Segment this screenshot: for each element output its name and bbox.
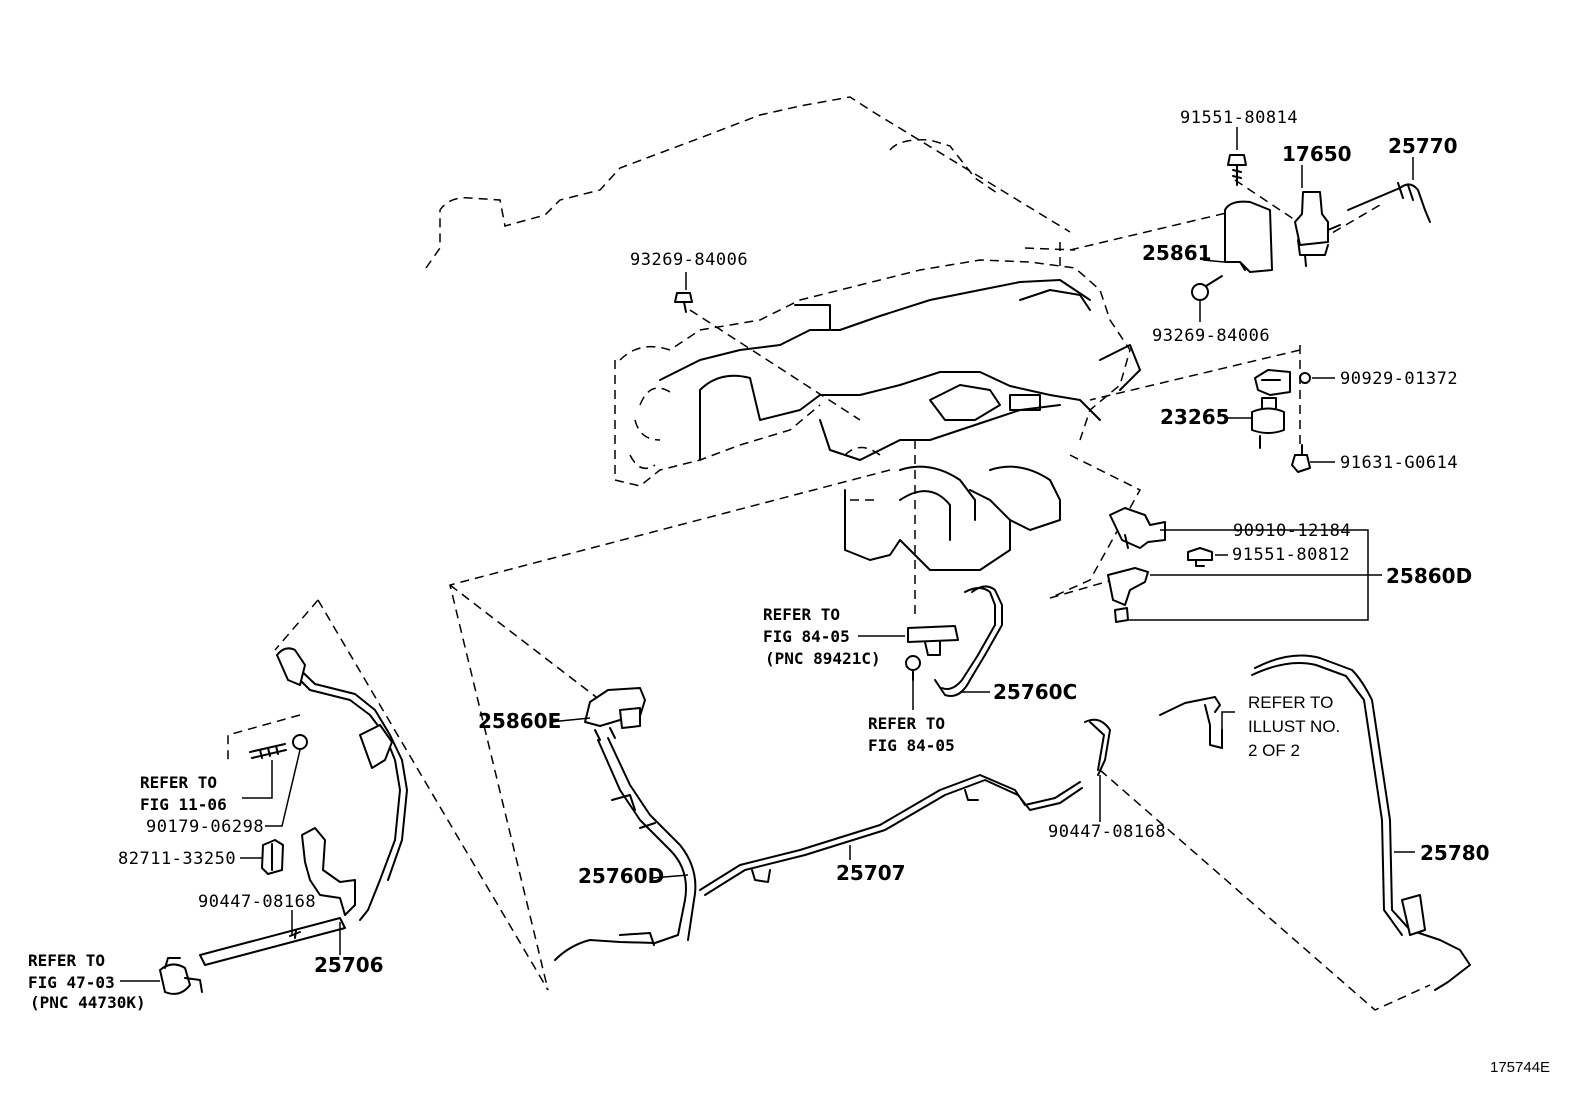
label-25861[interactable]: 25861: [1142, 241, 1212, 265]
reference-notes: REFER TO FIG 84-05 (PNC 89421C) REFER TO…: [28, 605, 1340, 1012]
ref-fig-84-05-lower-line1: REFER TO: [868, 714, 945, 733]
ref-fig-11-06-line2: FIG 11-06: [140, 795, 227, 814]
valve-23265[interactable]: [1251, 369, 1291, 449]
pipe-25706[interactable]: [276, 647, 408, 921]
bracket-25861[interactable]: [1224, 200, 1273, 273]
valve-25860E[interactable]: [584, 687, 646, 741]
figure-id: 175744E: [1490, 1059, 1550, 1076]
label-93269-84006-lower[interactable]: 93269-84006: [1152, 326, 1270, 346]
bolt-91631-G0614[interactable]: [1291, 444, 1311, 473]
ref-fig-47-03-line1: REFER TO: [28, 951, 105, 970]
ref-illust-line2: ILLUST NO.: [1248, 717, 1340, 736]
valve-17650[interactable]: [1294, 191, 1341, 267]
bolt-91551-80812[interactable]: [1187, 547, 1213, 567]
ref-fig-84-05-upper-line1: REFER TO: [763, 605, 840, 624]
label-90179-06298[interactable]: 90179-06298: [146, 817, 264, 837]
pipe-25707[interactable]: [699, 774, 1083, 896]
stud-rod-90447-08168[interactable]: [199, 917, 346, 966]
phantom-lines: [227, 179, 1431, 1011]
bolt-93269-84006-upper[interactable]: [674, 292, 693, 313]
stud-bolt[interactable]: [249, 743, 287, 759]
ref-fig-84-05-upper-line2: FIG 84-05: [763, 627, 850, 646]
hose-25760D[interactable]: [554, 737, 697, 961]
label-25860E[interactable]: 25860E: [478, 709, 561, 733]
label-90929-01372[interactable]: 90929-01372: [1340, 369, 1458, 389]
label-25706[interactable]: 25706: [314, 953, 384, 977]
label-25760D[interactable]: 25760D: [578, 864, 664, 888]
label-93269-84006-upper[interactable]: 93269-84006: [630, 250, 748, 270]
label-91551-80814[interactable]: 91551-80814: [1180, 108, 1298, 128]
part-labels: 91551-80814 17650 25770 93269-84006 2586…: [118, 108, 1490, 977]
label-90910-12184[interactable]: 90910-12184: [1233, 521, 1351, 541]
label-25780[interactable]: 25780: [1420, 841, 1490, 865]
ref-illust-line3: 2 OF 2: [1248, 741, 1300, 760]
nut-90179-06298[interactable]: [292, 734, 308, 750]
ref-fig-84-05-upper-line3: (PNC 89421C): [765, 649, 881, 668]
label-25707[interactable]: 25707: [836, 861, 906, 885]
ref-fig-11-06-line1: REFER TO: [140, 773, 217, 792]
label-23265[interactable]: 23265: [1160, 405, 1230, 429]
clip-90929-01372[interactable]: [1299, 372, 1311, 384]
label-25770[interactable]: 25770: [1388, 134, 1458, 158]
clip-82711-33250[interactable]: [261, 839, 284, 875]
sensor-89421c[interactable]: [905, 625, 959, 681]
label-82711-33250[interactable]: 82711-33250: [118, 849, 236, 869]
sensor-44730k[interactable]: [159, 957, 203, 995]
label-17650[interactable]: 17650: [1282, 142, 1352, 166]
leader-lines: [120, 127, 1415, 982]
bracket-illust-2of2[interactable]: [1159, 696, 1223, 749]
ref-illust-line1: REFER TO: [1248, 693, 1333, 712]
pipe-25780[interactable]: [1251, 654, 1471, 991]
ref-fig-47-03-line3: (PNC 44730K): [30, 993, 146, 1012]
label-25760C[interactable]: 25760C: [993, 680, 1077, 704]
sensor-90910-12184[interactable]: [1109, 507, 1166, 549]
label-90447-08168-left[interactable]: 90447-08168: [198, 892, 316, 912]
label-25860D[interactable]: 25860D: [1386, 564, 1472, 588]
bolt-91551-80814[interactable]: [1227, 154, 1247, 186]
hose-25770[interactable]: [1347, 182, 1431, 223]
bolt-93269-84006-lower[interactable]: [1191, 275, 1223, 301]
bracket-left[interactable]: [301, 827, 356, 916]
hose-25760C[interactable]: [934, 585, 1003, 697]
engine-outline: [425, 96, 1261, 571]
label-90447-08168-right[interactable]: 90447-08168: [1048, 822, 1166, 842]
bracket-25860D[interactable]: [1107, 567, 1149, 623]
label-91551-80812[interactable]: 91551-80812: [1232, 545, 1350, 565]
ref-fig-47-03-line2: FIG 47-03: [28, 973, 115, 992]
label-91631-G0614[interactable]: 91631-G0614: [1340, 453, 1458, 473]
ref-fig-84-05-lower-line2: FIG 84-05: [868, 736, 955, 755]
hose-90447-08168[interactable]: [1084, 718, 1111, 776]
